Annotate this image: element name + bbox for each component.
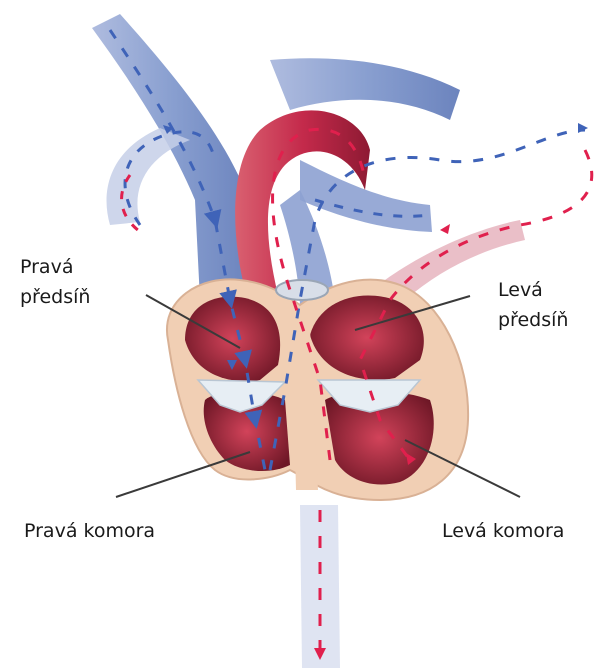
label-left-atrium-line1: Levá bbox=[498, 279, 543, 301]
label-right-atrium-line1: Pravá bbox=[20, 256, 73, 278]
left-vein-branch bbox=[107, 128, 190, 225]
label-right-ventricle: Pravá komora bbox=[24, 520, 155, 542]
label-right-atrium-line2: předsíň bbox=[20, 286, 90, 308]
heart-body bbox=[167, 279, 468, 500]
label-right-atrium: Pravá předsíň bbox=[20, 256, 90, 308]
label-left-ventricle: Levá komora bbox=[442, 520, 564, 542]
pulmonary-artery bbox=[270, 58, 460, 120]
label-left-atrium: Levá předsíň bbox=[498, 279, 568, 331]
label-left-atrium-line2: předsíň bbox=[498, 309, 568, 331]
red-arrowhead-3 bbox=[440, 224, 450, 234]
superior-vena-cava bbox=[92, 14, 250, 300]
